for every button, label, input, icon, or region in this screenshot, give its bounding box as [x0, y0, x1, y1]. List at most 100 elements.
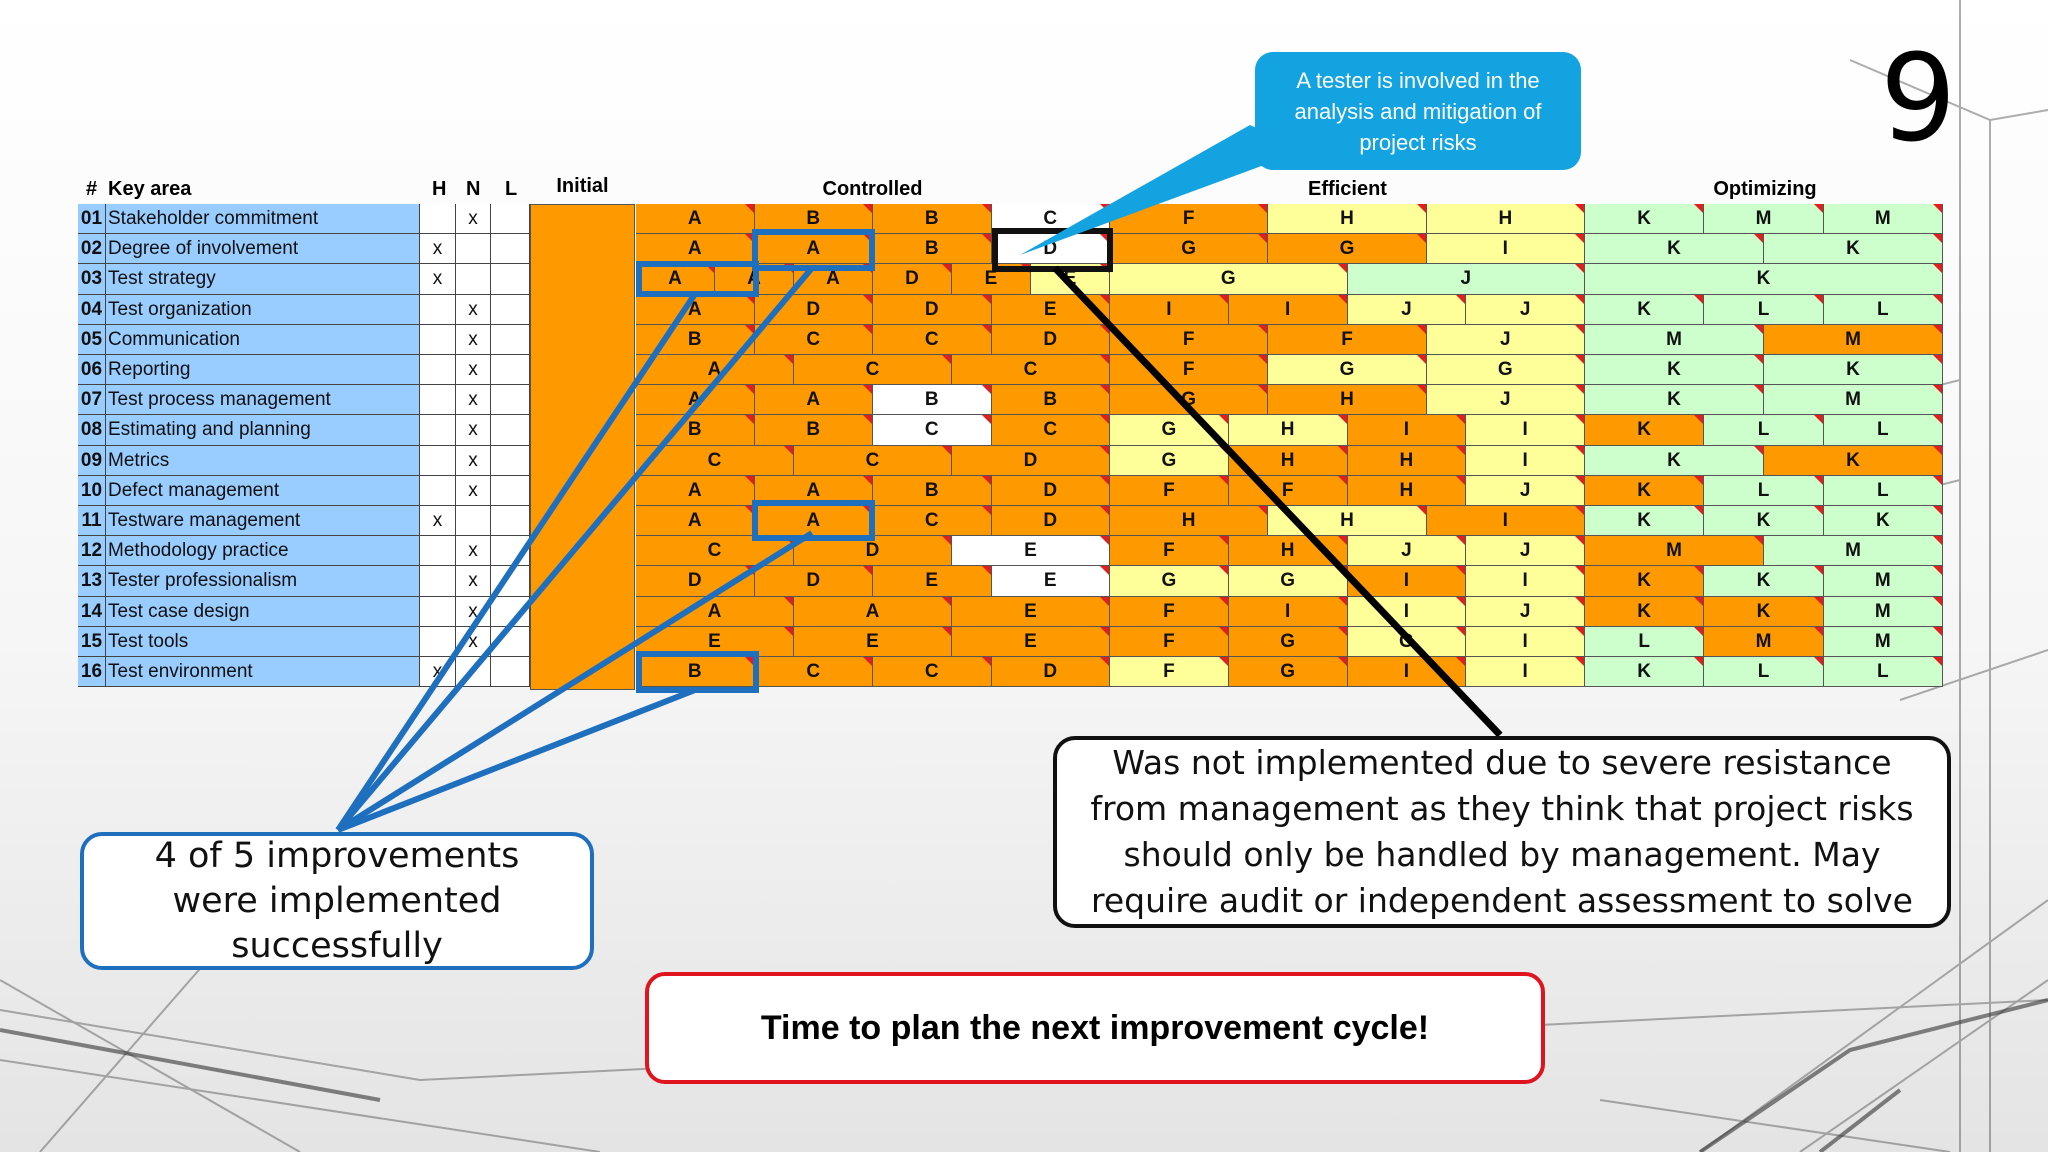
checkpoint-marker-icon: [1456, 566, 1466, 576]
maturity-cell: H: [1268, 385, 1427, 416]
row-number: 08: [78, 415, 106, 446]
maturity-cell: A: [636, 264, 715, 295]
checkpoint-marker-icon: [1932, 204, 1942, 213]
checkpoint-marker-icon: [1100, 355, 1109, 364]
checkpoint-marker-icon: [863, 657, 872, 666]
l-mark: [491, 324, 530, 355]
checkpoint-marker-icon: [1574, 506, 1584, 515]
h-mark: [420, 294, 456, 325]
h-mark: [420, 475, 456, 506]
checkpoint-marker-icon: [1754, 324, 1763, 334]
key-area-name: Metrics: [106, 445, 420, 476]
maturity-cell: E: [873, 566, 992, 597]
maturity-cell: L: [1704, 657, 1824, 688]
maturity-cell: I: [1347, 566, 1467, 597]
maturity-cell: I: [1466, 626, 1585, 657]
checkpoint-marker-icon: [1754, 234, 1763, 244]
l-mark: [491, 234, 530, 265]
h-mark: [420, 445, 456, 476]
l-mark: [491, 506, 530, 537]
checkpoint-marker-icon: [1932, 294, 1942, 304]
maturity-cell: J: [1347, 294, 1467, 325]
maturity-cell: K: [1585, 506, 1705, 537]
checkpoint-marker-icon: [744, 234, 754, 244]
checkpoint-marker-icon: [942, 626, 951, 636]
maturity-cell: H: [1268, 204, 1427, 235]
checkpoint-marker-icon: [1694, 294, 1704, 304]
h-mark: x: [420, 234, 456, 265]
checkpoint-marker-icon: [744, 204, 754, 213]
checkpoint-marker-icon: [1337, 415, 1347, 425]
l-mark: [491, 204, 530, 235]
maturity-cell: L: [1823, 475, 1943, 506]
not-implemented-pointer-line: [1052, 265, 1503, 738]
checkpoint-marker-icon: [942, 264, 951, 274]
h-mark: [420, 324, 456, 355]
maturity-cell: H: [1110, 506, 1269, 537]
checkpoint-marker-icon: [1337, 536, 1347, 546]
header-l: L: [505, 178, 518, 200]
maturity-cell: C: [794, 355, 952, 386]
maturity-cell: B: [873, 475, 992, 506]
checkpoint-marker-icon: [1258, 324, 1268, 334]
key-area-name: Testware management: [106, 506, 420, 537]
checkpoint-marker-icon: [1575, 294, 1584, 304]
maturity-cell: D: [794, 536, 952, 567]
maturity-cell: E: [952, 596, 1110, 627]
checkpoint-marker-icon: [1813, 204, 1823, 213]
maturity-cell: A: [754, 385, 873, 416]
checkpoint-marker-icon: [1933, 264, 1942, 274]
maturity-cell: B: [873, 385, 992, 416]
maturity-cell: C: [991, 415, 1110, 446]
checkpoint-marker-icon: [981, 234, 991, 244]
maturity-cell: F: [1110, 596, 1229, 627]
maturity-cell: C: [952, 355, 1110, 386]
checkpoint-marker-icon: [1258, 234, 1268, 244]
checkpoint-marker-icon: [1754, 536, 1763, 546]
checkpoint-marker-icon: [1575, 596, 1584, 606]
maturity-cell: B: [991, 385, 1110, 416]
maturity-cell: B: [754, 415, 873, 446]
l-mark: [491, 415, 530, 446]
maturity-cell: K: [1764, 234, 1943, 265]
n-mark: x: [456, 294, 491, 325]
improvements-text: 4 of 5 improvements were implemented suc…: [154, 835, 520, 966]
h-mark: [420, 355, 456, 386]
checkpoint-marker-icon: [1813, 415, 1823, 425]
checkpoint-marker-icon: [942, 445, 951, 455]
checkpoint-marker-icon: [1813, 657, 1823, 666]
maturity-cell: C: [636, 445, 794, 476]
key-area-name: Estimating and planning: [106, 415, 420, 446]
checkpoint-marker-icon: [981, 475, 991, 485]
checkpoint-marker-icon: [1575, 445, 1584, 455]
maturity-cell: G: [1110, 264, 1348, 295]
checkpoint-marker-icon: [1574, 204, 1584, 213]
row-number: 04: [78, 294, 106, 325]
row-number: 05: [78, 324, 106, 355]
header-h: H: [432, 178, 447, 200]
maturity-cell: K: [1585, 596, 1705, 627]
checkpoint-marker-icon: [1218, 445, 1228, 455]
row-number: 01: [78, 204, 106, 235]
row-number: 12: [78, 536, 106, 567]
n-mark: x: [456, 385, 491, 416]
checkpoint-marker-icon: [1416, 506, 1426, 515]
checkpoint-marker-icon: [1416, 234, 1426, 244]
h-mark: [420, 415, 456, 446]
n-mark: x: [456, 324, 491, 355]
not-implemented-text: Was not implemented due to severe resist…: [1090, 743, 1914, 920]
checkpoint-marker-icon: [981, 324, 991, 334]
maturity-cell: H: [1426, 204, 1585, 235]
checkpoint-marker-icon: [981, 204, 991, 213]
checkpoint-marker-icon: [981, 566, 991, 576]
maturity-cell: M: [1764, 536, 1943, 567]
key-area-name: Test organization: [106, 294, 420, 325]
maturity-cell: F: [1110, 536, 1229, 567]
maturity-cell: J: [1466, 536, 1585, 567]
maturity-cell: C: [873, 506, 992, 537]
checkpoint-marker-icon: [1933, 536, 1942, 546]
l-mark: [491, 355, 530, 386]
checkpoint-marker-icon: [1575, 566, 1584, 576]
maturity-cell: C: [794, 445, 952, 476]
